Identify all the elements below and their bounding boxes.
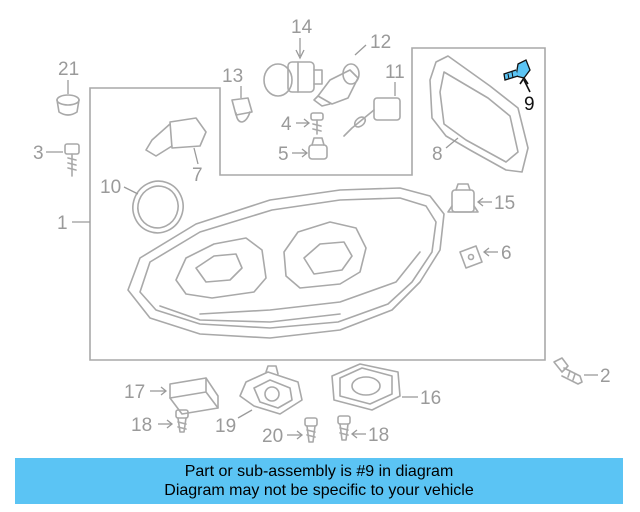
callout-18-right: 18 bbox=[368, 425, 389, 446]
part-16-ballast-module[interactable] bbox=[331, 363, 418, 411]
callout-11: 11 bbox=[385, 62, 405, 83]
part-8-housing-cover[interactable] bbox=[429, 55, 529, 173]
callout-9: 9 bbox=[524, 94, 535, 115]
callout-20: 20 bbox=[262, 426, 283, 447]
part-11-xenon-bulb[interactable] bbox=[343, 82, 401, 137]
banner-line-2: Diagram may not be specific to your vehi… bbox=[164, 482, 474, 499]
part-12-bulb[interactable] bbox=[313, 44, 367, 107]
callout-8: 8 bbox=[432, 144, 443, 165]
part-9-screw-highlighted[interactable] bbox=[503, 59, 531, 93]
callout-6: 6 bbox=[501, 243, 512, 264]
callout-10: 10 bbox=[100, 177, 121, 198]
part-2-bolt[interactable] bbox=[553, 357, 598, 385]
part-7-socket[interactable] bbox=[145, 117, 207, 165]
callout-5: 5 bbox=[278, 144, 289, 165]
callout-16: 16 bbox=[420, 388, 441, 409]
part-14-bulb-socket[interactable] bbox=[263, 38, 323, 97]
part-20-screw[interactable] bbox=[287, 417, 318, 443]
callout-15: 15 bbox=[494, 193, 515, 214]
part-6-bracket[interactable] bbox=[459, 245, 498, 269]
banner-line-1: Part or sub-assembly is #9 in diagram bbox=[184, 463, 454, 480]
info-banner: Part or sub-assembly is #9 in diagram Di… bbox=[15, 458, 623, 504]
callout-1: 1 bbox=[57, 213, 68, 234]
part-4-screw[interactable] bbox=[296, 112, 324, 135]
callout-18-left: 18 bbox=[131, 415, 152, 436]
part-19-bracket[interactable] bbox=[237, 365, 303, 419]
part-18-screw-left[interactable] bbox=[158, 409, 189, 433]
callout-12: 12 bbox=[370, 32, 391, 53]
part-3-bolt[interactable] bbox=[46, 143, 80, 177]
callout-21: 21 bbox=[58, 59, 79, 80]
part-10-seal-ring[interactable] bbox=[123, 174, 190, 240]
part-18-screw-right[interactable] bbox=[337, 415, 366, 441]
callout-19: 19 bbox=[215, 416, 236, 437]
part-15-connector[interactable] bbox=[447, 183, 492, 213]
assembly-outline bbox=[89, 47, 546, 361]
callout-4: 4 bbox=[281, 114, 292, 135]
callout-3: 3 bbox=[33, 143, 44, 164]
part-21-cap[interactable] bbox=[56, 80, 80, 116]
callout-13: 13 bbox=[222, 66, 243, 87]
callout-7: 7 bbox=[192, 165, 203, 186]
callout-17: 17 bbox=[124, 382, 145, 403]
part-5-clip[interactable] bbox=[292, 137, 328, 160]
callout-14: 14 bbox=[291, 17, 313, 38]
callout-2: 2 bbox=[600, 366, 611, 387]
part-17-control-module[interactable] bbox=[150, 377, 219, 415]
part-1-headlight-assembly[interactable] bbox=[72, 187, 445, 339]
part-13-bulb[interactable] bbox=[231, 86, 253, 123]
